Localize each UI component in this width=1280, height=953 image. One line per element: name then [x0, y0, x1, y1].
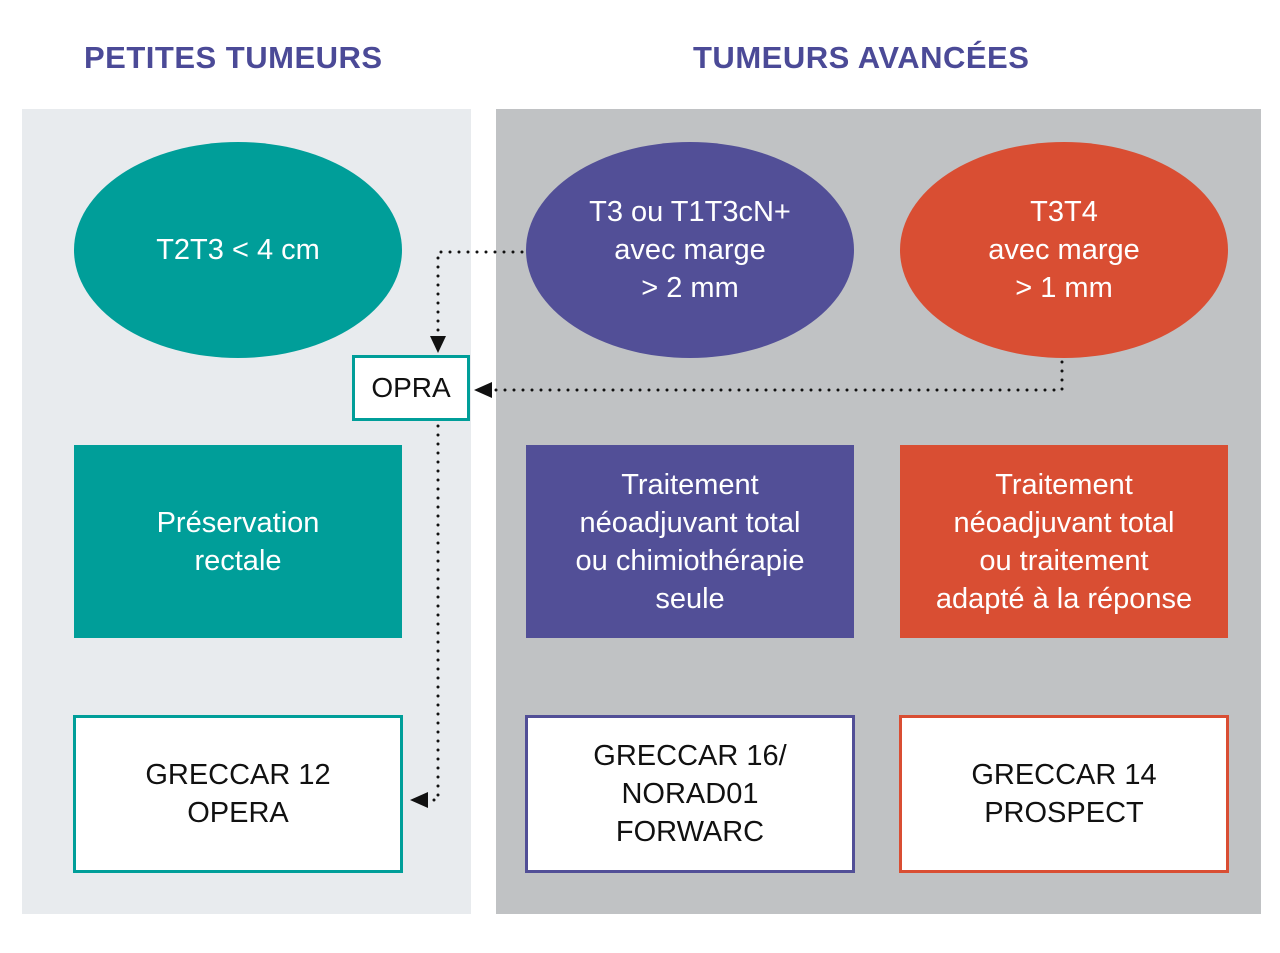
- arrow-head-icon: [474, 382, 492, 398]
- node-advanced-t3t4: T3T4 avec marge > 1 mm: [900, 142, 1228, 358]
- arrow-head-icon: [410, 792, 428, 808]
- arrow-head-icon: [430, 336, 446, 353]
- header-small-tumors: PETITES TUMEURS: [84, 40, 383, 75]
- node-small-tumor: T2T3 < 4 cm: [74, 142, 402, 358]
- connector-opra-to-trial: [424, 424, 440, 802]
- node-trial-purple: GRECCAR 16/ NORAD01 FORWARC: [525, 715, 855, 873]
- connector-t3-to-opra: [436, 250, 524, 340]
- node-trial-red: GRECCAR 14 PROSPECT: [899, 715, 1229, 873]
- node-advanced-t3: T3 ou T1T3cN+ avec marge > 2 mm: [526, 142, 854, 358]
- node-treatment-purple: Traitement néoadjuvant total ou chimioth…: [526, 445, 854, 638]
- node-opra: OPRA: [352, 355, 470, 421]
- connector-t3t4-to-opra: [488, 360, 1064, 392]
- node-treatment-red: Traitement néoadjuvant total ou traiteme…: [900, 445, 1228, 638]
- node-trial-teal: GRECCAR 12 OPERA: [73, 715, 403, 873]
- header-advanced-tumors: TUMEURS AVANCÉES: [693, 40, 1030, 75]
- node-preservation: Préservation rectale: [74, 445, 402, 638]
